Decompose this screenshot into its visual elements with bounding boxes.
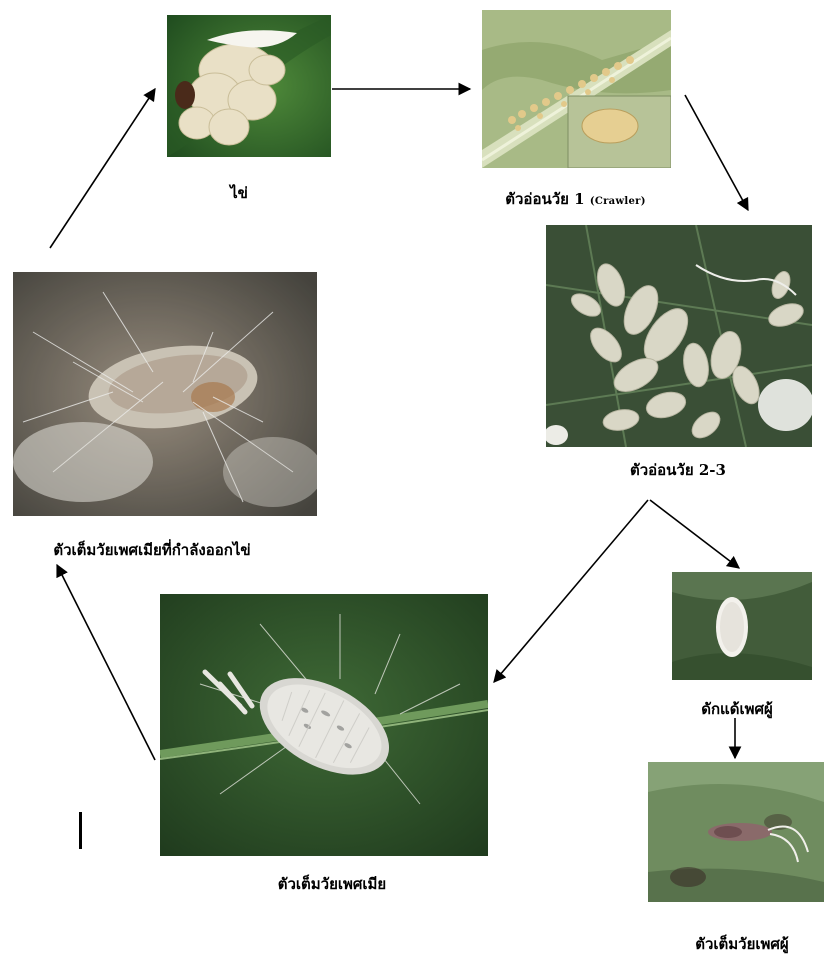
- nymph-photo: [546, 225, 812, 447]
- male-adult-photo: [648, 762, 824, 902]
- nymph-label: ตัวอ่อนวัย 2-3: [618, 458, 738, 482]
- male-pupa-photo: [672, 572, 812, 680]
- scale-bar: [79, 812, 82, 849]
- male-adult-label: ตัวเต็มวัยเพศผู้: [677, 932, 807, 956]
- arrow-laying-to-egg: [50, 89, 155, 248]
- laying-female-photo: [13, 272, 317, 516]
- crawler-photo: [482, 10, 671, 168]
- crawler-label-sub: (Crawler): [590, 196, 646, 207]
- arrow-female-to-laying: [57, 565, 155, 760]
- arrow-nymph-to-pupa: [650, 500, 739, 568]
- arrow-nymph-to-female: [494, 500, 648, 682]
- arrow-crawler-to-nymph: [685, 95, 748, 210]
- laying-female-label: ตัวเต็มวัยเพศเมียที่กำลังออกไข่: [14, 538, 290, 562]
- female-adult-photo: [160, 594, 488, 856]
- female-adult-label: ตัวเต็มวัยเพศเมีย: [257, 872, 407, 896]
- egg-label: ไข่: [219, 181, 259, 205]
- egg-photo: [167, 15, 331, 157]
- crawler-label: ตัวอ่อนวัย 1 (Crawler): [483, 187, 668, 211]
- male-pupa-label: ดักแด้เพศผู้: [682, 697, 792, 721]
- crawler-label-text: ตัวอ่อนวัย 1: [505, 190, 584, 208]
